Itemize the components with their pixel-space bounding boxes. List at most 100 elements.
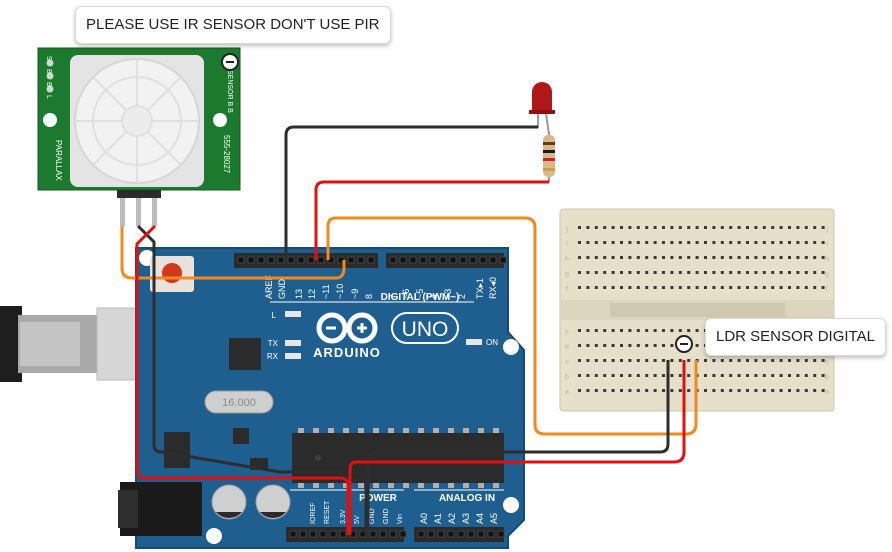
digital-pin-label: ~10	[335, 284, 345, 299]
pir-pin-letter: S	[45, 56, 52, 61]
small-chip	[233, 428, 249, 444]
power-pin-label: 5V	[354, 515, 361, 524]
breadboard-row-letter: h	[825, 256, 829, 263]
digital-pin-label: 12	[307, 289, 317, 299]
capacitor	[211, 484, 247, 520]
led-tx	[285, 340, 301, 346]
wire-black-ldr[interactable]	[366, 360, 670, 535]
led-label-tx: TX	[268, 339, 279, 348]
breadboard-row-letter: j	[825, 226, 828, 233]
resistor[interactable]	[543, 132, 555, 182]
digital-pin-label: 7	[387, 294, 397, 299]
breadboard-row-letter: d	[565, 344, 569, 351]
breadboard-row-letters-top: j j i i h h g g f f	[565, 226, 829, 293]
digital-pin-label: ~6	[401, 289, 411, 299]
breadboard-row-letter: c	[565, 359, 569, 366]
pir-pin-letter: B	[45, 82, 52, 87]
pir-pin-letters: S B B L	[45, 56, 52, 99]
mounting-hole	[503, 497, 519, 513]
wire-black-led[interactable]	[284, 125, 538, 260]
ldr-sensor-note[interactable]: LDR SENSOR DIGITAL	[705, 318, 886, 356]
breadboard-row-letter: b	[565, 374, 569, 381]
pir-warning-note[interactable]: PLEASE USE IR SENSOR DON'T USE PIR	[75, 6, 391, 44]
voltage-regulator	[164, 432, 190, 468]
power-pin-label: GND	[369, 508, 376, 524]
atmega-chip	[292, 433, 504, 483]
power-pin-label: GND	[383, 508, 390, 524]
digital-pin-label: ~11	[321, 284, 331, 299]
led-label-rx: RX	[267, 352, 279, 361]
arduino-logo	[316, 312, 378, 344]
breadboard-row-letter: f	[826, 286, 828, 293]
wire-orange-ldr[interactable]	[326, 216, 698, 436]
note-pin-icon[interactable]	[221, 53, 239, 71]
digital-pin-label: TX▸1	[475, 278, 485, 299]
digital-pin-label: 4	[429, 294, 439, 299]
breadboard-row-letter: a	[565, 389, 569, 396]
pir-pin-letter: B	[45, 69, 52, 74]
arduino-brand: ARDUINO	[313, 345, 381, 360]
analog-pin-label: A4	[475, 513, 485, 524]
mounting-hole	[206, 528, 222, 544]
usb-chip	[229, 338, 261, 370]
wire-black-pir[interactable]	[136, 224, 368, 535]
digital-pin-label: AREF	[264, 274, 274, 299]
breadboard-row-letter: i	[566, 241, 568, 248]
crystal-label: 16.000	[222, 397, 256, 409]
crystal-oscillator	[204, 390, 274, 414]
breadboard-row-letter: c	[825, 359, 829, 366]
power-pin-label: 3.3V	[340, 509, 347, 524]
led-on	[466, 339, 482, 345]
analog-pin-labels: A0 A1 A2 A3 A4 A5	[419, 513, 499, 524]
wire-orange-pir[interactable]	[120, 226, 346, 280]
breadboard-row-letter: a	[825, 389, 829, 396]
breadboard-row-letter: i	[826, 241, 828, 248]
digital-header-label: DIGITAL (PWM~)	[381, 292, 460, 303]
analog-pin-label: A2	[447, 513, 457, 524]
breadboard-row-letter: j	[565, 226, 568, 233]
power-header-label: POWER	[359, 493, 398, 504]
power-pin-label: IOREF	[310, 503, 317, 524]
pir-pin-letter: L	[45, 95, 52, 99]
analog-pin-label: A3	[461, 513, 471, 524]
digital-pin-label: GND	[277, 279, 287, 300]
wire-red-ldr[interactable]	[348, 360, 686, 535]
breadboard-row-letter: f	[566, 286, 568, 293]
note-pin-icon[interactable]	[675, 335, 693, 353]
led-label-on: ON	[486, 338, 498, 347]
uno-badge	[391, 312, 459, 344]
digital-pin-label: ~9	[350, 289, 360, 299]
analog-pin-label: A1	[433, 513, 443, 524]
wire-red-led[interactable]	[314, 180, 549, 260]
red-led[interactable]	[529, 82, 555, 135]
mounting-hole	[503, 339, 519, 355]
breadboard-row-letter: g	[565, 271, 569, 278]
digital-pin-label: ~5	[415, 289, 425, 299]
digital-pin-label: RX◂0	[488, 277, 498, 299]
pir-side-text: SENSOR B B	[226, 70, 233, 113]
breadboard-row-letter: g	[825, 271, 829, 278]
wires	[120, 125, 698, 535]
breadboard-row-letter: b	[825, 374, 829, 381]
digital-header-left[interactable]	[234, 253, 378, 268]
capacitor	[255, 484, 291, 520]
pir-sensor[interactable]: S B B L PARALLAX 555-28027 SENSOR B B	[37, 47, 241, 226]
led-label-l: L	[272, 311, 277, 320]
arduino-board[interactable]: 16.000 ARDUINO UNO L TX RX ON	[118, 247, 525, 549]
breadboard-row-letter: e	[565, 329, 569, 336]
analog-pin-label: A5	[489, 513, 499, 524]
pir-brand: PARALLAX	[54, 140, 63, 181]
wire-red-pir[interactable]	[135, 224, 350, 535]
digital-pin-label: 2	[457, 294, 467, 299]
led-l	[285, 311, 301, 317]
power-pin-label: Vin	[397, 514, 404, 524]
breadboard-row-letter: h	[565, 256, 569, 263]
led-rx	[285, 353, 301, 359]
pir-model: 555-28027	[222, 135, 231, 174]
breadboard-holes-top	[578, 226, 825, 289]
analog-pin-label: A0	[419, 513, 429, 524]
digital-pin-label: 8	[364, 294, 374, 299]
